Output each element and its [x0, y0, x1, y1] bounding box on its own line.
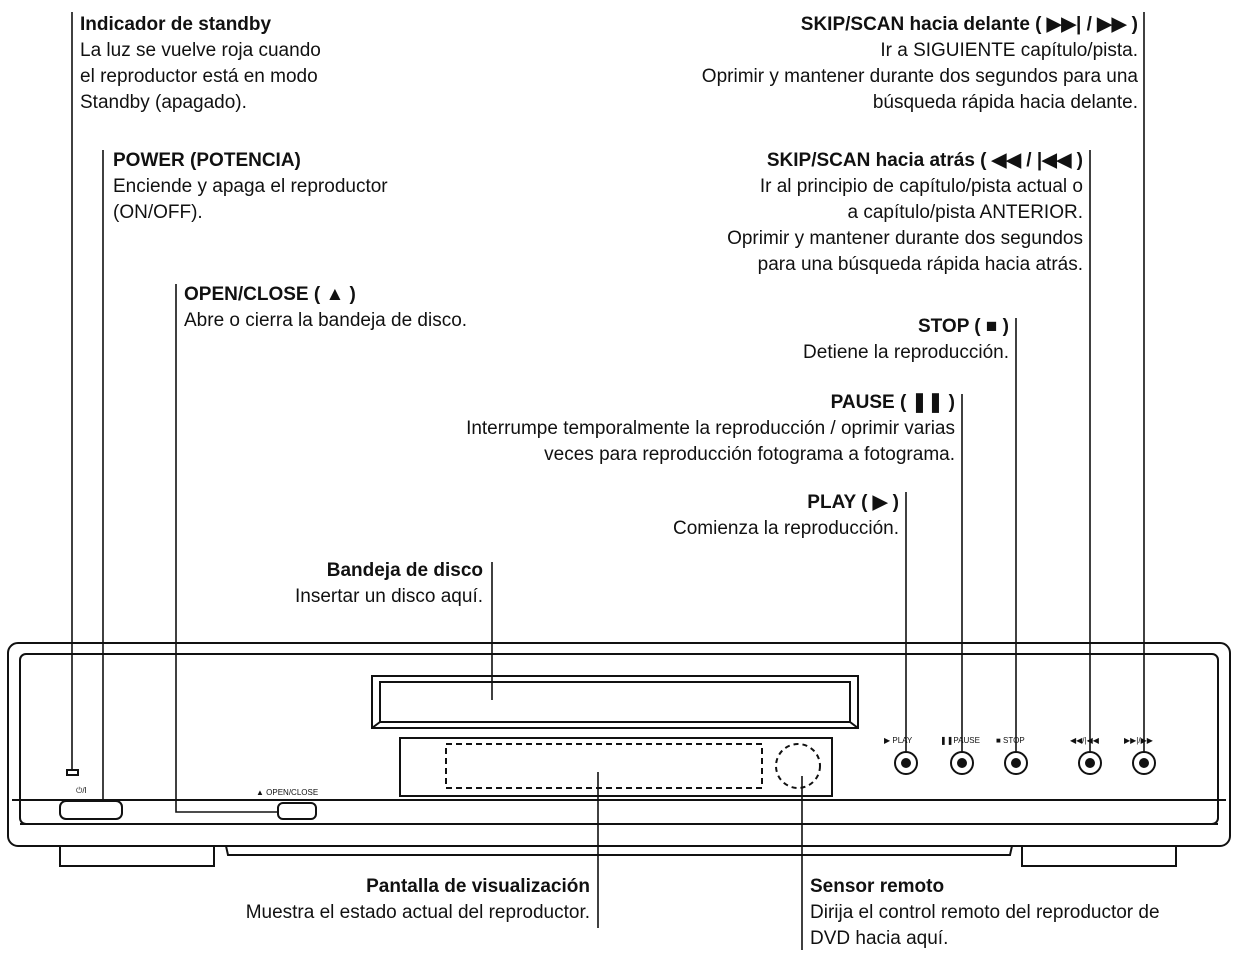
foot-left: [59, 845, 215, 867]
skip-back-desc: Ir al principio de capítulo/pista actual…: [727, 176, 1083, 275]
power-button: [59, 800, 123, 820]
power-desc: Enciende y apaga el reproductor (ON/OFF)…: [113, 176, 388, 223]
skip-forward-desc: Ir a SIGUIENTE capítulo/pista. Oprimir y…: [701, 40, 1138, 113]
skip-forward-title: SKIP/SCAN hacia delante ( ▶▶| / ▶▶ ): [800, 14, 1138, 35]
remote-sensor-window: [775, 743, 821, 789]
pause-desc: Interrumpe temporalmente la reproducción…: [466, 418, 955, 465]
play-desc: Comienza la reproducción.: [672, 518, 899, 539]
remote-sensor-desc: Dirija el control remoto del reproductor…: [810, 902, 1160, 949]
open-close-desc: Abre o cierra la bandeja de disco.: [184, 310, 468, 331]
btn-rew-mark: ◀◀/|◀◀: [1070, 736, 1100, 745]
label-remote-sensor: Sensor remoto Dirija el control remoto d…: [810, 874, 1160, 952]
label-standby: Indicador de standby La luz se vuelve ro…: [80, 12, 321, 116]
label-pause: PAUSE ( ❚❚ ) Interrumpe temporalmente la…: [466, 390, 955, 468]
power-title: POWER (POTENCIA): [113, 150, 301, 171]
disc-tray-title: Bandeja de disco: [326, 560, 483, 581]
play-title: PLAY ( ▶ ): [807, 492, 899, 513]
stop-desc: Detiene la reproducción.: [803, 342, 1009, 363]
open-close-title: OPEN/CLOSE ( ▲ ): [184, 284, 356, 305]
label-skip-forward: SKIP/SCAN hacia delante ( ▶▶| / ▶▶ ) Ir …: [702, 12, 1138, 116]
leader-open-close: [175, 284, 278, 813]
standby-desc: La luz se vuelve roja cuando el reproduc…: [80, 40, 321, 113]
label-stop: STOP ( ■ ) Detiene la reproducción.: [803, 314, 1009, 366]
label-open-close: OPEN/CLOSE ( ▲ ) Abre o cierra la bandej…: [184, 282, 467, 334]
disc-tray: [371, 675, 859, 729]
pause-title: PAUSE ( ❚❚ ): [830, 392, 955, 413]
foot-right: [1021, 845, 1177, 867]
skip-back-title: SKIP/SCAN hacia atrás ( ◀◀ / |◀◀ ): [766, 150, 1083, 171]
disc-tray-desc: Insertar un disco aquí.: [295, 586, 483, 607]
remote-sensor-title: Sensor remoto: [810, 876, 945, 897]
display-desc: Muestra el estado actual del reproductor…: [245, 902, 590, 923]
standby-title: Indicador de standby: [80, 14, 272, 35]
label-power: POWER (POTENCIA) Enciende y apaga el rep…: [113, 148, 388, 226]
btn-fwd-mark: ▶▶|/▶▶: [1124, 736, 1154, 745]
label-skip-back: SKIP/SCAN hacia atrás ( ◀◀ / |◀◀ ) Ir al…: [727, 148, 1083, 278]
open-close-mark: ▲ OPEN/CLOSE: [256, 788, 318, 797]
power-mark: ⏻/I: [76, 786, 87, 795]
label-disc-tray: Bandeja de disco Insertar un disco aquí.: [295, 558, 483, 610]
btn-play-mark: ▶ PLAY: [884, 736, 913, 745]
display-window: [399, 737, 833, 797]
display-title: Pantalla de visualización: [366, 876, 590, 897]
standby-led: [66, 769, 79, 776]
open-close-button: [277, 802, 317, 820]
btn-stop-mark: ■ STOP: [996, 736, 1025, 745]
stop-title: STOP ( ■ ): [917, 316, 1009, 337]
btn-pause-mark: ❚❚PAUSE: [940, 736, 980, 745]
label-display: Pantalla de visualización Muestra el est…: [246, 874, 590, 926]
label-play: PLAY ( ▶ ) Comienza la reproducción.: [673, 490, 899, 542]
